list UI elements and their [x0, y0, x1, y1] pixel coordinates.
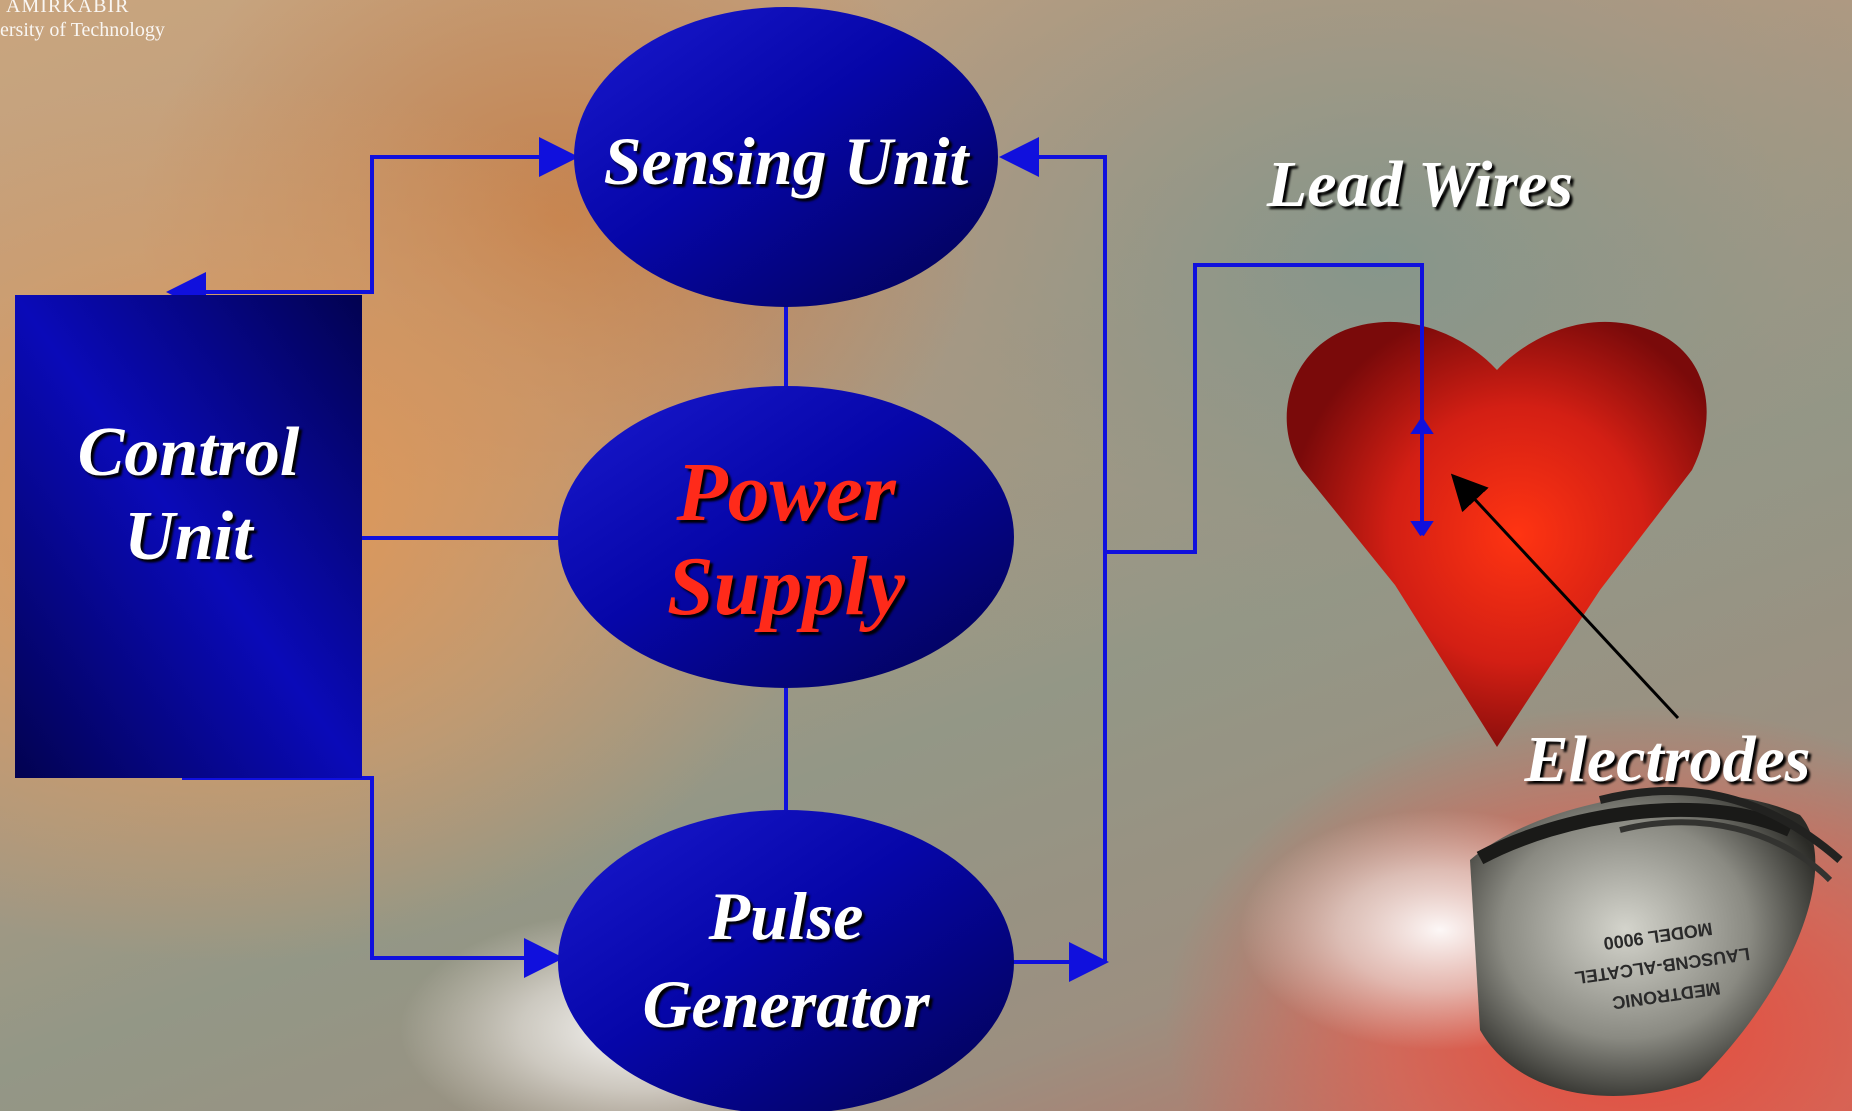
control-unit-line-1: Control: [77, 414, 300, 491]
power-supply-line-2: Supply: [666, 540, 906, 633]
heart-icon: [1286, 321, 1707, 747]
sensing-unit-node: [574, 7, 998, 307]
pulse-generator-label: Pulse Generator: [558, 870, 1014, 1050]
control-unit-box: [15, 295, 362, 778]
power-supply-node: [558, 386, 1014, 688]
control-unit-label: Control Unit: [15, 405, 362, 585]
electrode-marker-down: [1410, 521, 1434, 537]
pulse-generator-line-2: Generator: [642, 966, 930, 1042]
lead-wire: [1105, 263, 1424, 554]
university-logo: AMIRKABIR ersity of Technology: [0, 0, 240, 54]
electrode-marker-up: [1410, 418, 1434, 434]
link-control-to-sensing: [362, 137, 579, 294]
electrodes-label: Electrodes: [1524, 723, 1811, 797]
control-unit-line-2: Unit: [124, 498, 253, 575]
pacemaker-device: MEDTRONIC LAUSCNB-ALCATEL MODEL 9000: [1470, 786, 1843, 1096]
power-supply-line-1: Power: [676, 445, 896, 539]
logo-line-1: AMIRKABIR: [6, 0, 130, 17]
pulse-generator-line-1: Pulse: [708, 877, 864, 954]
power-supply-label: Power Supply: [558, 430, 1014, 650]
logo-line-2: ersity of Technology: [0, 19, 165, 41]
pulse-generator-node: [558, 810, 1014, 1111]
electrodes-pointer-arrow: [1450, 473, 1680, 720]
sensing-unit-label: Sensing Unit: [603, 123, 969, 200]
link-control-to-pulse: [362, 776, 564, 978]
lead-wires-label: Lead Wires: [1266, 148, 1574, 222]
